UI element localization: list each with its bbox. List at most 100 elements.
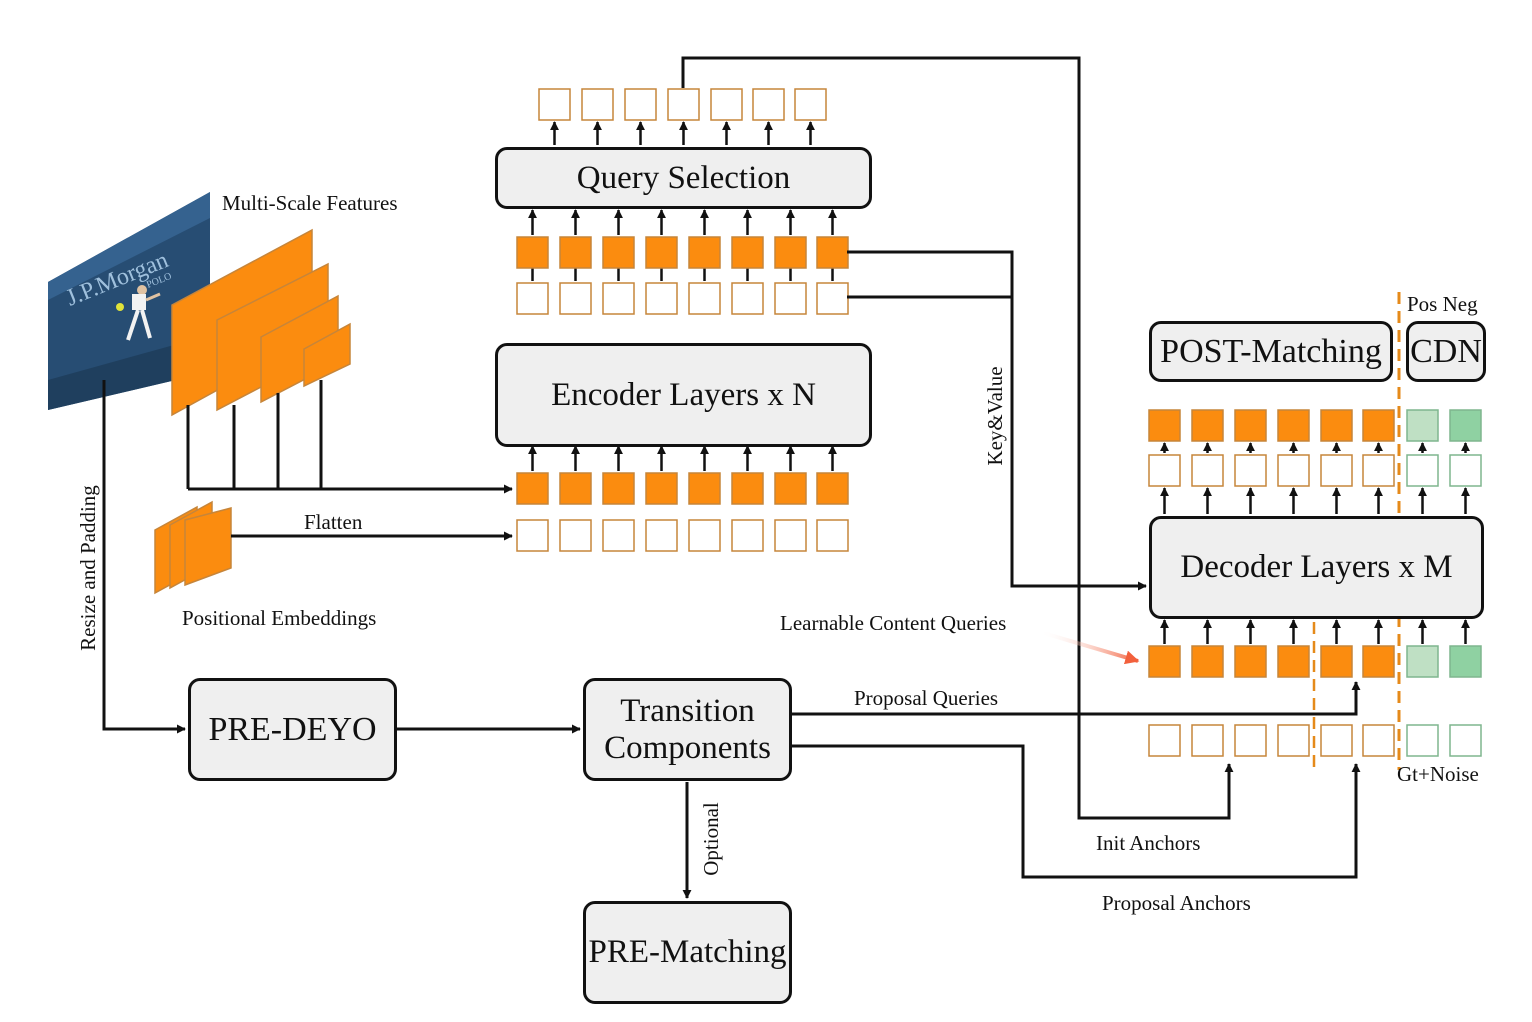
- input-image: J.P.Morgan POLO: [48, 192, 210, 410]
- token-orange: [816, 236, 849, 269]
- token-empty: [667, 88, 700, 121]
- token-orange: [1191, 645, 1224, 678]
- encoder-label: Encoder Layers x N: [551, 376, 816, 413]
- resize-and-padding-text: Resize and Padding: [76, 485, 100, 651]
- positional-embeddings: [154, 500, 232, 595]
- token-green: [1449, 409, 1482, 442]
- token-orange: [1277, 645, 1310, 678]
- decoder-input-query-tokens: [1148, 645, 1482, 678]
- key-value-text: Key&Value: [983, 366, 1007, 466]
- token-empty: [688, 282, 721, 315]
- post-matching-block: POST-Matching: [1149, 321, 1393, 382]
- post-matching-label: POST-Matching: [1160, 332, 1382, 370]
- token-orange: [1277, 409, 1310, 442]
- multi-scale-features-label: Multi-Scale Features: [222, 191, 398, 215]
- token-orange: [602, 472, 635, 505]
- proposal-anchors-label: Proposal Anchors: [1102, 891, 1251, 915]
- token-empty: [1362, 454, 1395, 487]
- token-empty: [516, 519, 549, 552]
- token-empty: [774, 282, 807, 315]
- proposal-queries-label: Proposal Queries: [854, 686, 999, 710]
- token-empty: [1277, 454, 1310, 487]
- token-orange: [1362, 409, 1395, 442]
- token-empty: [816, 519, 849, 552]
- token-empty: [1148, 454, 1181, 487]
- feature-map-4: [303, 322, 351, 388]
- cdn-label: CDN: [1410, 332, 1482, 370]
- token-empty: [1234, 724, 1267, 757]
- optional-label: Optional: [699, 794, 723, 884]
- encoder-output-position-tokens: [516, 282, 849, 315]
- query-selection-label: Query Selection: [576, 159, 791, 196]
- transition-components-block: Transition Components: [583, 678, 792, 781]
- multi-scale-features: [171, 228, 351, 417]
- player-figure: [116, 285, 161, 341]
- token-green: [1406, 409, 1439, 442]
- pos-embed-3: [184, 507, 232, 587]
- decoder-input-arrows: [1160, 619, 1470, 644]
- decoder-input-anchor-tokens: [1148, 724, 1482, 757]
- proposal-anchors-line: [792, 744, 1361, 879]
- resize-path: [102, 380, 692, 899]
- token-orange: [1234, 409, 1267, 442]
- token-orange: [645, 472, 678, 505]
- proposal-lines: [792, 681, 1361, 879]
- gt-noise-label: Gt+Noise: [1397, 762, 1479, 786]
- pre-deyo-block: PRE-DEYO: [188, 678, 397, 781]
- token-empty: [1191, 724, 1224, 757]
- decoder-label: Decoder Layers x M: [1180, 549, 1453, 586]
- decoder-output-query-tokens: [1148, 409, 1482, 442]
- token-empty: [1277, 724, 1310, 757]
- token-orange: [1320, 645, 1353, 678]
- photo-top-strip: [48, 192, 210, 300]
- token-orange: [816, 472, 849, 505]
- token-empty: [645, 282, 678, 315]
- token-orange: [731, 236, 764, 269]
- transition-label-line1: Transition: [620, 693, 755, 730]
- encoder-input-feature-tokens: [516, 472, 849, 505]
- optional-text: Optional: [699, 802, 723, 876]
- token-orange: [516, 472, 549, 505]
- cdn-block: CDN: [1406, 321, 1486, 382]
- token-orange: [688, 472, 721, 505]
- positional-embeddings-label: Positional Embeddings: [182, 606, 377, 630]
- token-orange: [774, 472, 807, 505]
- token-orange: [645, 236, 678, 269]
- token-empty: [1148, 724, 1181, 757]
- token-empty: [538, 88, 571, 121]
- token-orange: [1148, 409, 1181, 442]
- init-anchors-label: Init Anchors: [1096, 831, 1201, 855]
- token-orange: [1191, 409, 1224, 442]
- proposal-queries-line: [792, 681, 1361, 716]
- token-orange: [774, 236, 807, 269]
- decoder-block: Decoder Layers x M: [1149, 516, 1484, 619]
- key-value-label: Key&Value: [983, 366, 1007, 466]
- token-empty: [1320, 454, 1353, 487]
- photo-court: [48, 335, 210, 410]
- query-selection-block: Query Selection: [495, 147, 872, 209]
- feature-connectors: [186, 380, 513, 541]
- token-orange: [559, 472, 592, 505]
- flatten-label: Flatten: [304, 510, 363, 534]
- query-selection-output-arrows: [550, 121, 815, 145]
- pre-matching-label: PRE-Matching: [588, 934, 787, 971]
- token-empty: [816, 282, 849, 315]
- token-empty: [731, 282, 764, 315]
- encoder-input-position-tokens: [516, 519, 849, 552]
- token-empty: [710, 88, 743, 121]
- token-orange: [688, 236, 721, 269]
- token-empty: [1449, 454, 1482, 487]
- token-orange: [602, 236, 635, 269]
- token-empty: [731, 519, 764, 552]
- selected-query-tokens: [538, 88, 827, 121]
- encoder-output-feature-tokens: [516, 236, 849, 269]
- learnable-content-queries-label: Learnable Content Queries: [780, 611, 1007, 635]
- token-empty: [774, 519, 807, 552]
- token-orange: [1362, 645, 1395, 678]
- token-orange: [731, 472, 764, 505]
- token-empty: [645, 519, 678, 552]
- encoder-block: Encoder Layers x N: [495, 343, 872, 447]
- token-empty: [559, 519, 592, 552]
- token-orange: [1234, 645, 1267, 678]
- token-empty: [1234, 454, 1267, 487]
